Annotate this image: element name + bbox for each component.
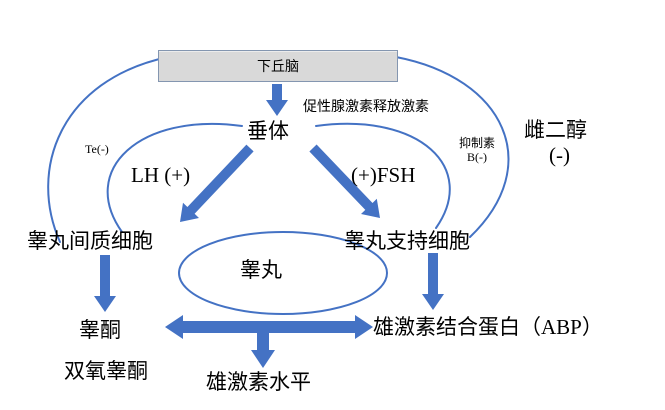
gnrh-label: 促性腺激素释放激素 [303,100,429,115]
arrow-to-androgen-level [251,329,275,368]
arrow-fsh-to-sertoli [309,144,380,218]
sertoli-cells-label: 睾丸支持细胞 [344,229,470,253]
testis-ellipse [178,231,388,315]
arrow-leydig-to-testosterone [94,255,116,312]
arrow-sertoli-to-abp [422,253,444,310]
estradiol-sign-label: (-) [549,143,570,167]
hypothalamus-box: 下丘脑 [158,50,398,82]
inhibin-sign-label: B(-) [467,150,487,164]
feedback-curve-inner-right [315,122,451,229]
feedback-curve-inner-left [106,122,243,233]
testis-label: 睾丸 [240,258,282,282]
te-feedback-label: Te(-) [85,142,109,156]
dihydrotestosterone-label: 双氧睾酮 [64,359,148,383]
androgen-level-label: 雄激素水平 [206,370,311,394]
fsh-label: (+)FSH [351,163,416,187]
arrow-testosterone-abp-double [165,315,373,339]
lh-label: LH (+) [131,163,191,187]
leydig-cells-label: 睾丸间质细胞 [27,229,153,253]
arrow-lh-to-leydig [180,144,254,222]
testosterone-label: 睾酮 [79,318,121,342]
feedback-curve-outer-left [47,56,169,243]
feedback-curve-outer-right [395,56,510,238]
hypothalamus-label: 下丘脑 [257,60,299,75]
pituitary-label: 垂体 [247,119,289,143]
estradiol-label: 雌二醇 [524,118,587,142]
abp-label: 雄激素结合蛋白（ABP） [373,315,603,339]
inhibin-label: 抑制素 [459,136,496,150]
arrow-hypothalamus-to-pituitary [266,84,288,116]
